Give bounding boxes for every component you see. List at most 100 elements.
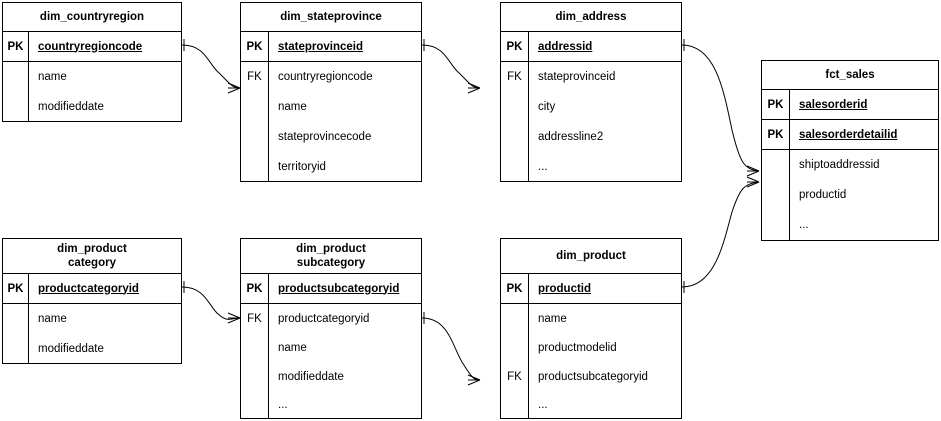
entity-title-line2: category [68, 257, 116, 269]
entity-dim-product[interactable]: dim_product PK productid FK name product… [500, 238, 682, 419]
entity-title: dim_countryregion [3, 3, 181, 32]
connector-line [181, 44, 241, 89]
key-row[interactable]: PK stateprovinceid [241, 32, 421, 62]
attribute-field: stateprovincecode [278, 131, 372, 143]
attribute-field: productmodelid [538, 341, 617, 354]
attribute-key [241, 152, 268, 181]
crows-foot [227, 82, 241, 94]
attribute-key: FK [247, 312, 262, 325]
attribute-key [3, 62, 28, 92]
attribute-key [501, 304, 528, 333]
field-name: salesorderdetailid [799, 128, 898, 141]
attribute-field-column: name modifieddate [29, 304, 181, 363]
attribute-key [3, 334, 28, 363]
connector-line [181, 286, 241, 320]
crows-foot [746, 165, 760, 177]
key-badge: PK [501, 32, 529, 61]
crows-foot [467, 374, 481, 386]
attribute-field-column: productcategoryid name modifieddate ... [269, 304, 421, 418]
attribute-field: shiptoaddressid [799, 159, 880, 171]
field-name: stateprovinceid [278, 40, 363, 53]
attribute-key-column [762, 150, 790, 240]
key-badge: PK [501, 274, 529, 303]
key-row[interactable]: PK productid [501, 274, 681, 304]
key-row[interactable]: PK countryregioncode [3, 32, 181, 62]
attribute-key: FK [507, 71, 522, 83]
entity-dim-stateprovince[interactable]: dim_stateprovince PK stateprovinceid FK … [240, 2, 422, 182]
attribute-block: FK name productmodelid productsubcategor… [501, 304, 681, 418]
attribute-block: FK countryregioncode name stateprovincec… [241, 62, 421, 181]
entity-title-line1: fct_sales [825, 69, 875, 81]
entity-dim-address[interactable]: dim_address PK addressid FK stateprovinc… [500, 2, 682, 182]
attribute-key [501, 122, 528, 152]
attribute-key-column [3, 62, 29, 121]
field-name: productsubcategoryid [278, 282, 400, 295]
crows-foot [227, 312, 241, 324]
attribute-field: name [278, 341, 307, 354]
attribute-key [241, 391, 268, 418]
field-name: productid [538, 282, 592, 295]
attribute-field: addressline2 [538, 131, 604, 143]
key-badge: PK [241, 32, 269, 61]
attribute-block: name modifieddate [3, 62, 181, 121]
attribute-field: name [278, 101, 307, 113]
attribute-key [241, 92, 268, 122]
attribute-key-column: FK [501, 62, 529, 181]
key-row[interactable]: PK productsubcategoryid [241, 274, 421, 304]
entity-title-line1: dim_product [296, 243, 366, 255]
attribute-key: FK [507, 370, 522, 383]
attribute-field-column: shiptoaddressid productid ... [790, 150, 938, 240]
attribute-field: stateprovinceid [538, 71, 616, 83]
key-badge: PK [241, 274, 269, 303]
key-row[interactable]: PK addressid [501, 32, 681, 62]
entity-title: dim_product category [3, 239, 181, 274]
field-name: addressid [538, 40, 593, 53]
entity-dim-productcategory[interactable]: dim_product category PK productcategoryi… [2, 238, 182, 364]
entity-fct-sales[interactable]: fct_sales PK salesorderid PK salesorderd… [761, 60, 939, 241]
key-row[interactable]: PK productcategoryid [3, 274, 181, 304]
connector-line [681, 44, 760, 172]
attribute-field: territoryid [278, 160, 326, 173]
field-name: salesorderid [799, 98, 868, 111]
relationship-countryregion-stateprovince [181, 39, 241, 94]
attribute-key [762, 180, 789, 210]
attribute-key [762, 150, 789, 180]
attribute-block: FK productcategoryid name modifieddate .… [241, 304, 421, 418]
attribute-block: name modifieddate [3, 304, 181, 363]
entity-title-line1: dim_address [555, 11, 627, 23]
attribute-key [501, 92, 528, 122]
entity-dim-countryregion[interactable]: dim_countryregion PK countryregioncode n… [2, 2, 182, 122]
entity-dim-productsubcategory[interactable]: dim_product subcategory PK productsubcat… [240, 238, 422, 419]
attribute-key-column: FK [241, 62, 269, 181]
crows-foot [746, 176, 760, 188]
attribute-key [762, 210, 789, 240]
attribute-field: name [38, 71, 67, 83]
attribute-key [3, 304, 28, 334]
entity-title-line1: dim_product [57, 243, 127, 255]
field-name: productcategoryid [38, 282, 139, 295]
attribute-key [501, 152, 528, 181]
attribute-field: modifieddate [38, 100, 104, 113]
attribute-field: ... [799, 219, 809, 231]
attribute-field-column: countryregioncode name stateprovincecode… [269, 62, 421, 181]
crows-foot [467, 82, 481, 94]
entity-title: dim_product subcategory [241, 239, 421, 274]
attribute-field: name [538, 312, 567, 325]
key-row[interactable]: PK salesorderid [762, 90, 938, 120]
attribute-field: modifieddate [278, 370, 344, 383]
key-badge: PK [762, 90, 790, 119]
entity-title: dim_stateprovince [241, 3, 421, 32]
attribute-field: productid [799, 189, 847, 201]
key-badge: PK [3, 274, 29, 303]
connector-line [421, 44, 481, 89]
key-row[interactable]: PK salesorderdetailid [762, 120, 938, 150]
attribute-key [501, 391, 528, 418]
attribute-key-column [3, 304, 29, 363]
entity-title-line1: dim_product [556, 250, 626, 262]
attribute-field-column: stateprovinceid city addressline2 ... [529, 62, 681, 181]
attribute-key-column: FK [241, 304, 269, 418]
attribute-key [241, 122, 268, 152]
attribute-field-column: name modifieddate [29, 62, 181, 121]
entity-title-line1: dim_stateprovince [280, 11, 382, 23]
connector-line [421, 317, 481, 381]
